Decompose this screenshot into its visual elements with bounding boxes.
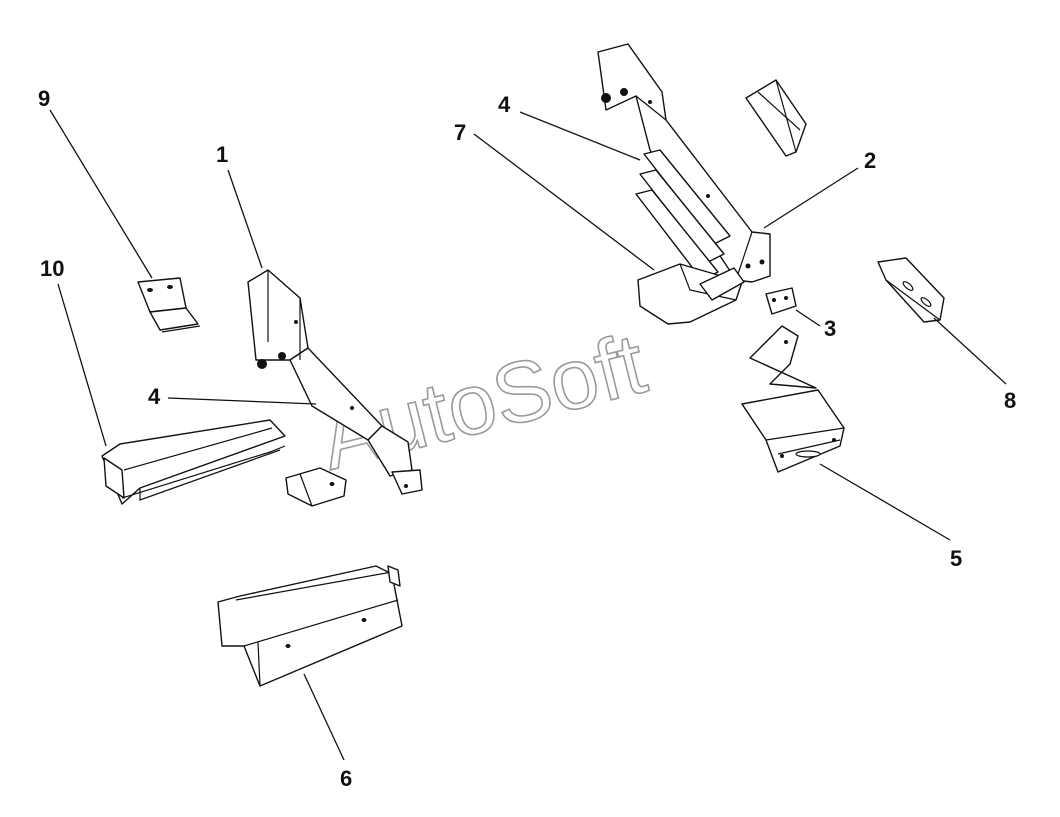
leader-6 <box>303 673 345 761</box>
callout-4b: 4 <box>498 92 511 117</box>
part-8-bracket <box>877 257 945 323</box>
callout-3: 3 <box>824 316 836 341</box>
leader-8 <box>933 317 1007 385</box>
callout-9: 9 <box>38 86 50 111</box>
callouts: 1 2 3 4 4 5 6 7 8 9 10 <box>38 86 1016 791</box>
leader-10 <box>57 283 107 447</box>
leader-3 <box>795 309 821 327</box>
part-1-bracket <box>247 269 423 495</box>
callout-10: 10 <box>40 256 64 281</box>
callout-7: 7 <box>454 120 466 145</box>
callout-4a: 4 <box>148 384 161 409</box>
part-3-plate <box>765 287 797 315</box>
leader-4b <box>519 111 641 161</box>
watermark: AutoSoft <box>311 315 654 488</box>
callout-6: 6 <box>340 766 352 791</box>
leader-1 <box>227 169 263 269</box>
part-6-plate <box>217 565 403 687</box>
part-9-bracket <box>137 277 201 333</box>
small-u-bracket <box>285 467 347 507</box>
callout-5: 5 <box>950 546 962 571</box>
leader-7 <box>473 133 655 271</box>
callout-2: 2 <box>864 148 876 173</box>
callout-1: 1 <box>216 142 228 167</box>
leader-2 <box>763 167 859 229</box>
part-2-bracket <box>597 43 771 283</box>
leader-lines <box>49 109 1007 761</box>
callout-8: 8 <box>1004 388 1016 413</box>
leader-4a <box>167 397 317 405</box>
part-7-block <box>637 263 745 325</box>
part-10-plate <box>101 419 286 505</box>
leader-9 <box>49 109 153 279</box>
wedge-block <box>745 79 807 157</box>
part-5-channel <box>741 325 845 473</box>
part-4-shims-upper <box>635 149 731 281</box>
leader-5 <box>819 463 951 541</box>
